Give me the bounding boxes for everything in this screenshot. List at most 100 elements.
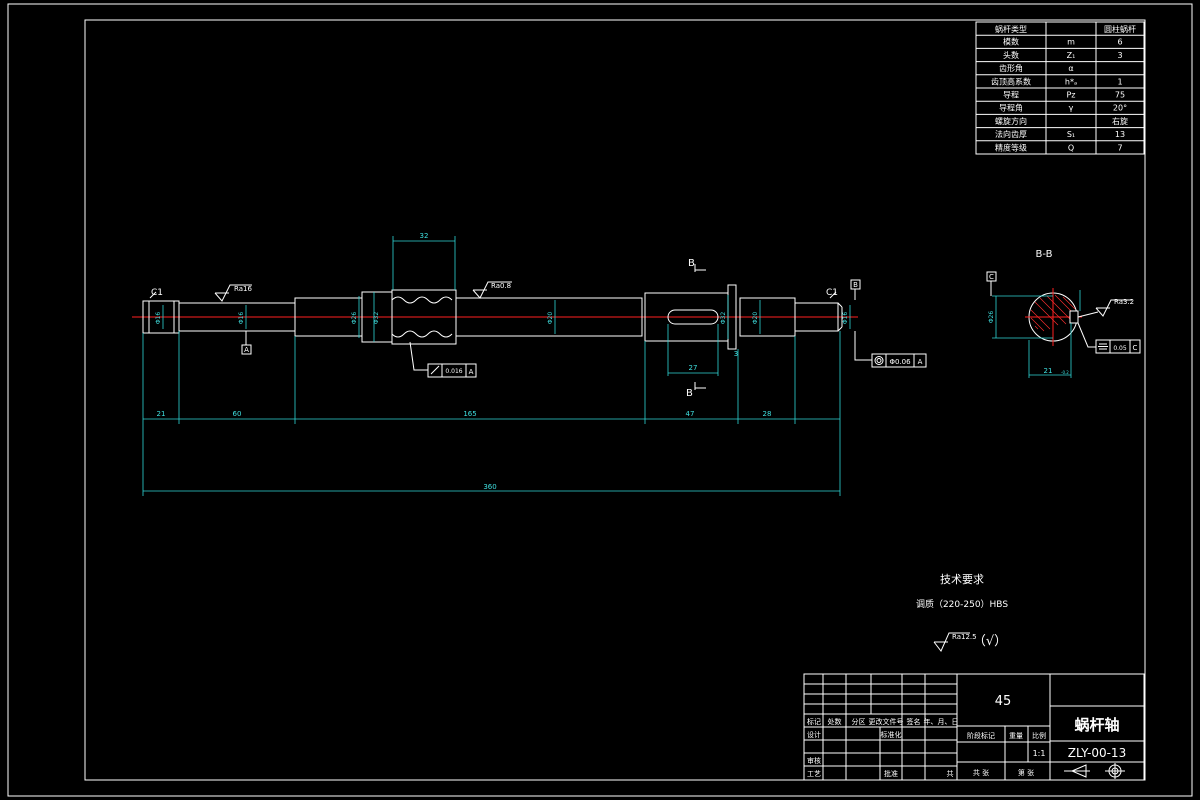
svg-text:Ra0.8: Ra0.8 [491, 282, 511, 290]
technical-requirements: 技术要求 调质（220-250）HBS Ra12.5 （√） [916, 573, 1008, 652]
dim-21: 21 [157, 410, 166, 418]
tech-title: 技术要求 [940, 573, 984, 586]
param-symbol: Pz [1066, 91, 1075, 100]
inner-border [84, 19, 1146, 781]
dim-27: 27 [689, 364, 698, 372]
svg-text:0.016: 0.016 [445, 368, 462, 375]
param-value: 20° [1113, 104, 1127, 113]
tb-material: 45 [995, 694, 1012, 709]
tb-stage-mark: 阶段标记 [967, 731, 995, 740]
param-header-name: 蜗杆类型 [995, 24, 1027, 34]
datum-a-marker: A [241, 331, 252, 355]
roughness-ra32: Ra3.2 [1114, 298, 1134, 306]
tb-row-label: 处数 [828, 717, 842, 726]
tb-design: 设计 [807, 730, 821, 739]
section-mark-top: B [688, 258, 706, 272]
dia-16-left: Φ16 [155, 312, 162, 325]
param-symbol: h*ₐ [1065, 77, 1077, 86]
param-header-value: 圆柱蜗杆 [1104, 24, 1136, 34]
param-name: 齿形角 [999, 63, 1023, 73]
tech-ra-paren: （√） [973, 634, 1007, 649]
tb-approve: 批准 [884, 769, 898, 778]
dia-20-mid: Φ20 [547, 312, 554, 325]
tb-sheet-no: 第 张 [1018, 768, 1034, 777]
svg-text:C1: C1 [826, 288, 838, 298]
svg-text:Φ0.06: Φ0.06 [889, 358, 911, 366]
param-value: 75 [1115, 91, 1125, 100]
param-symbol: m [1067, 38, 1075, 47]
dim-28: 28 [763, 410, 772, 418]
param-name: 导程 [1003, 91, 1019, 100]
tb-review: 审核 [807, 756, 821, 765]
keyway-dim: 21 [1044, 367, 1053, 375]
dia-16-right: Φ16 [842, 312, 849, 325]
section-title: B-B [1036, 249, 1053, 260]
param-value: 6 [1117, 38, 1122, 47]
datum-b-marker: B [850, 279, 861, 300]
tb-total-sheets: 共 张 [973, 768, 989, 777]
dia-26-section: Φ26 [988, 311, 995, 324]
param-name: 头数 [1003, 50, 1019, 60]
tb-row-label: 标记 [807, 717, 821, 726]
param-symbol: Z₁ [1067, 51, 1076, 60]
svg-text:C: C [1133, 344, 1138, 352]
svg-text:B: B [686, 388, 693, 399]
param-value: 3 [1117, 51, 1122, 60]
svg-text:B: B [853, 281, 858, 289]
tb-row-label: 签名 [907, 717, 921, 726]
roughness-ra08: Ra0.8 [472, 281, 512, 299]
param-value: 13 [1115, 130, 1125, 139]
param-name: 导程角 [999, 103, 1023, 113]
dim-3: 3 [734, 350, 738, 358]
tech-ra-general: Ra12.5 [952, 633, 977, 641]
tech-line-1: 调质（220-250）HBS [916, 598, 1008, 610]
param-name: 法向齿厚 [995, 129, 1027, 139]
tb-row-label: 分区 [852, 717, 866, 726]
svg-text:A: A [244, 346, 249, 354]
param-name: 模数 [1003, 37, 1019, 47]
tb-standard: 标准化 [881, 730, 902, 739]
param-value: 右旋 [1112, 116, 1128, 126]
svg-text:0.05: 0.05 [1113, 345, 1127, 352]
param-name: 齿顶高系数 [991, 76, 1031, 86]
tb-row-label: 更改文件号 [869, 717, 904, 726]
svg-text:C: C [989, 273, 994, 281]
dim-360: 360 [483, 483, 496, 491]
outer-border [7, 3, 1193, 797]
svg-text:A: A [918, 358, 923, 366]
dim-47: 47 [686, 410, 695, 418]
section-view-bb: B-B Φ26 21 -0.2 C Ra3.2 [986, 249, 1141, 378]
dimension-lines [143, 240, 851, 492]
param-name: 螺旋方向 [995, 116, 1027, 126]
tb-drawing-no: ZLY-00-13 [1068, 746, 1126, 760]
param-name: 精度等级 [995, 142, 1027, 152]
dim-32: 32 [420, 232, 429, 240]
dim-60: 60 [233, 410, 242, 418]
dim-165: 165 [463, 410, 476, 418]
tb-part-name: 蜗杆轴 [1074, 716, 1119, 734]
svg-text:B: B [688, 258, 695, 269]
roughness-ra16: Ra16 [214, 284, 252, 302]
shaft-outline [142, 284, 843, 350]
dia-26: Φ26 [351, 312, 358, 325]
runout-tolerance-frame: 0.016 A [409, 341, 477, 378]
svg-text:C1: C1 [151, 288, 163, 298]
param-value: 1 [1117, 77, 1122, 86]
tb-project: 共 [947, 769, 954, 778]
tb-weight: 重量 [1009, 732, 1023, 740]
svg-text:Ra16: Ra16 [234, 285, 252, 293]
svg-text:A: A [469, 368, 474, 376]
dia-32-shoulder: Φ32 [373, 312, 380, 325]
coaxiality-tolerance-frame: Φ0.06 A [854, 331, 927, 368]
param-symbol: Q [1068, 143, 1074, 152]
tb-process: 工艺 [807, 770, 821, 778]
param-value: 7 [1117, 143, 1122, 152]
chamfer-left: C1 [149, 288, 163, 299]
tb-ratio: 比例 [1032, 731, 1046, 740]
section-mark-bottom: B [686, 382, 706, 399]
extension-lines [142, 236, 841, 496]
projection-symbol-icon [1064, 763, 1125, 779]
param-symbol: S₁ [1067, 130, 1075, 139]
